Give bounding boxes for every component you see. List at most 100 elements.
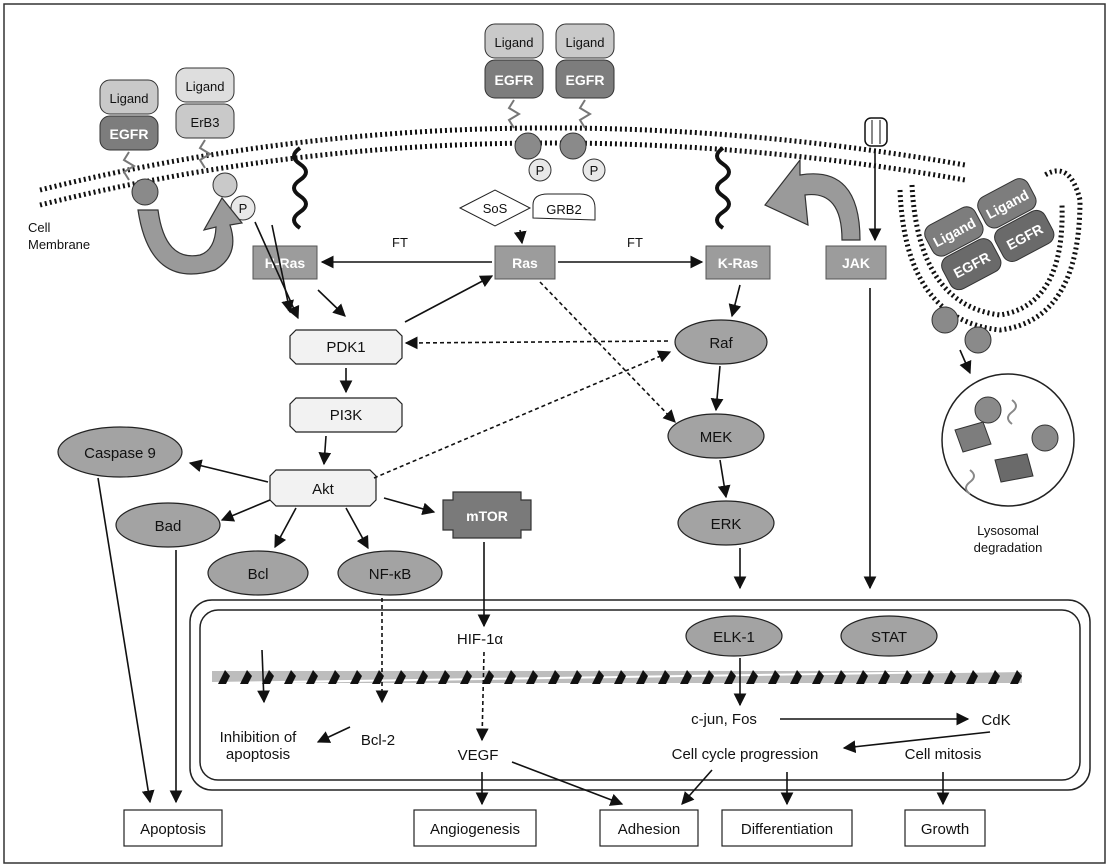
erk-node [677,500,775,546]
ft-label-left: FT [392,235,408,250]
dna-tick [526,670,538,684]
pi3k-label: PI3K [330,407,363,424]
dna-tick [746,670,758,684]
kras-anchor [715,146,731,230]
vegf-label: VEGF [458,747,499,764]
dna-tick [240,670,252,684]
sos-adaptor: SoS [458,189,532,227]
growth-label: Growth [921,821,969,838]
dna-tick [680,670,692,684]
dna-tick [570,670,582,684]
dna-tick [812,670,824,684]
dna-tick [592,670,604,684]
svg-text:Ligand: Ligand [494,35,533,50]
diagram-border [3,3,1106,864]
erk-label: ERK [711,516,742,533]
cell-cycle-label: Cell cycle progression [672,746,819,763]
internalized-egfr-dimer: Ligand EGFR Ligand EGFR [924,178,1055,291]
dna-tick [834,670,846,684]
svg-text:P: P [239,201,248,216]
dna-tick [724,670,736,684]
elk1-node [685,615,783,657]
nfkb-label: NF-κB [369,566,412,583]
dna-tick [482,670,494,684]
svg-text:EGFR: EGFR [566,72,605,88]
egfr-receptor-left: Ligand EGFR [99,79,159,206]
svg-text:SoS: SoS [483,201,508,216]
dna-tick [372,670,384,684]
svg-text:Ligand: Ligand [565,35,604,50]
raf-label: Raf [709,335,733,352]
dna-tick [284,670,296,684]
angiogenesis-box [413,809,537,847]
dna-strand [211,670,1023,684]
lysosome [941,373,1075,507]
pdk1-label: PDK1 [326,339,365,356]
elk1-label: ELK-1 [713,629,755,646]
nucleus-outer [189,599,1091,791]
dna-tick [922,670,934,684]
differentiation-label: Differentiation [741,821,833,838]
transphosphorylation-arrow [137,196,244,275]
pdk1-node [289,329,403,365]
dna-tick [306,670,318,684]
dna-tick [438,670,450,684]
mek-label: MEK [700,429,733,446]
dna-tick [702,670,714,684]
hras-node [252,245,318,280]
kras-label: K-Ras [718,255,759,271]
dna-tick [878,670,890,684]
dna-tick [350,670,362,684]
dna-tick [988,670,1000,684]
cdk-label: CdK [981,712,1010,729]
adhesion-label: Adhesion [618,821,681,838]
apoptosis-box [123,809,223,847]
apoptosis-label: Apoptosis [140,821,206,838]
ft-label-right: FT [627,235,643,250]
bcl-node [207,550,309,596]
dna-tick [416,670,428,684]
dna-tick [790,670,802,684]
stat-label: STAT [871,629,907,646]
akt-label: Akt [312,481,335,498]
dna-tick [658,670,670,684]
nucleus-inner [199,609,1081,781]
dna-tick [856,670,868,684]
jak-node [825,245,887,280]
bad-node [115,502,221,548]
ras-node [494,245,556,280]
dna-tick [1010,670,1022,684]
differentiation-box [721,809,853,847]
svg-text:EGFR: EGFR [110,126,149,142]
erb3-receptor: Ligand ErB3 P [175,67,256,221]
akt-node [269,469,377,507]
bcl2-label: Bcl-2 [361,732,395,749]
bad-label: Bad [155,518,182,535]
kras-node [705,245,771,280]
dna-tick [614,670,626,684]
adhesion-box [599,809,699,847]
ras-label: Ras [512,255,538,271]
dna-tick [944,670,956,684]
dna-tick [328,670,340,684]
svg-text:Ligand: Ligand [109,91,148,106]
dna-tick [636,670,648,684]
nfkb-node [337,550,443,596]
pi3k-node [289,397,403,433]
raf-node [674,319,768,365]
dna-tick [966,670,978,684]
mek-node [667,413,765,459]
mtor-node [442,491,532,539]
dna-tick [768,670,780,684]
dna-tick [460,670,472,684]
jak-label: JAK [842,255,870,271]
dna-tick [262,670,274,684]
growth-box [904,809,986,847]
grb2-adaptor: GRB2 [532,193,596,221]
dna-tick [548,670,560,684]
angiogenesis-label: Angiogenesis [430,821,520,838]
stat-node [840,615,938,657]
svg-text:Ligand: Ligand [185,79,224,94]
